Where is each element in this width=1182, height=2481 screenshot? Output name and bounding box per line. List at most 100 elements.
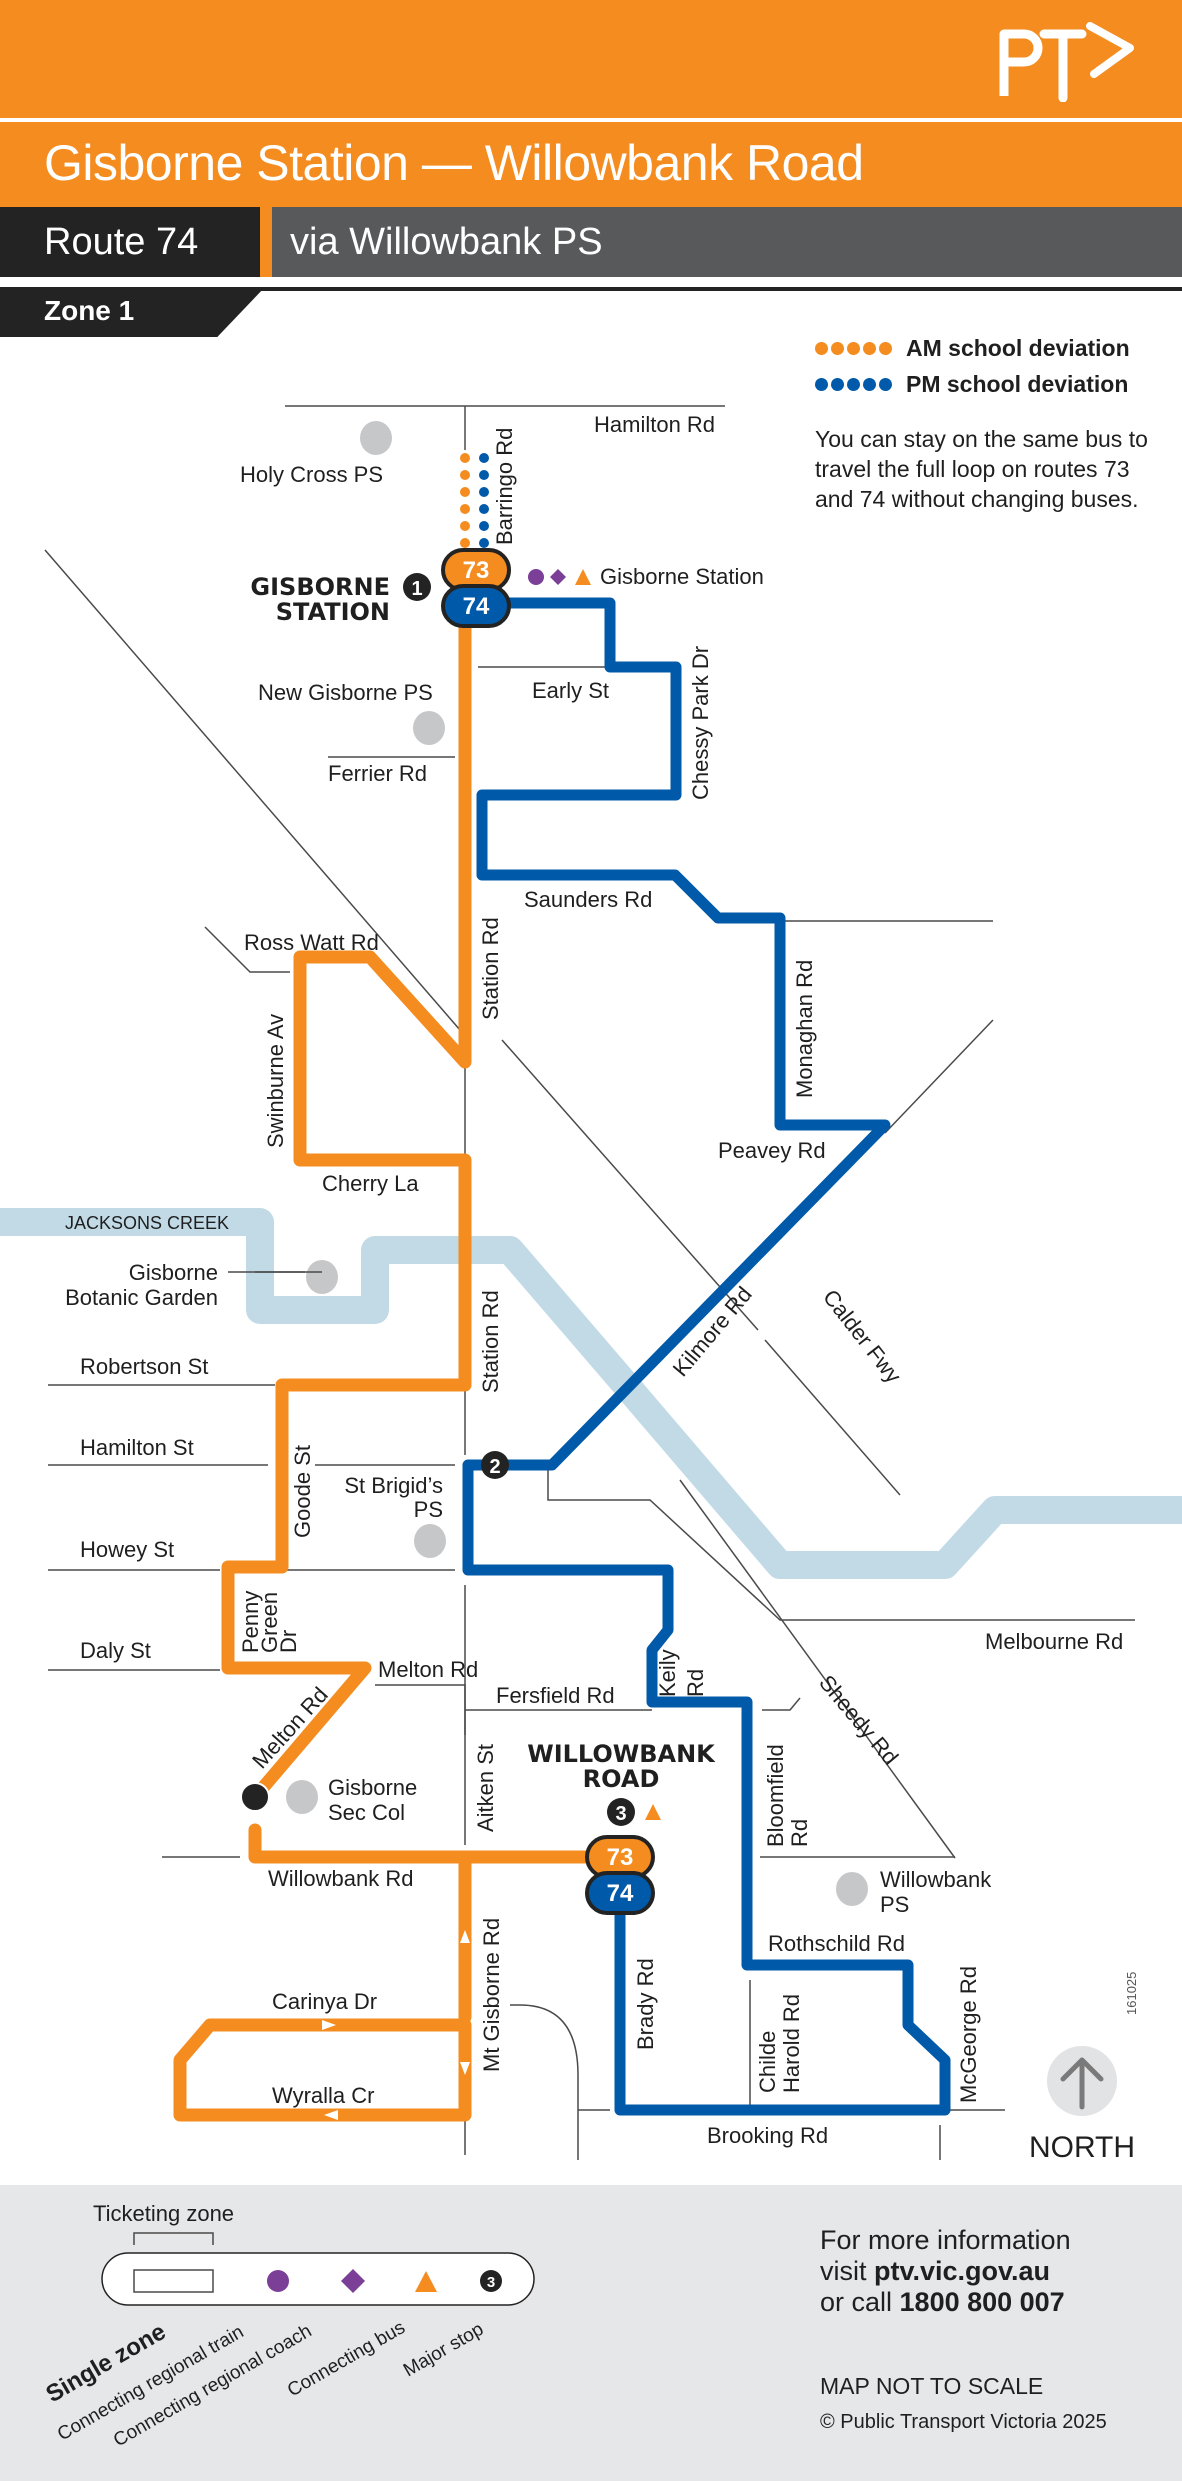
phone-number[interactable]: 1800 800 007 <box>899 2287 1065 2317</box>
route-74-badge: 74 <box>463 593 490 620</box>
zone-tab: Zone 1 <box>0 287 265 337</box>
svg-text:Aitken St: Aitken St <box>473 1744 498 1832</box>
svg-text:Green: Green <box>257 1592 282 1653</box>
svg-text:Sheedy Rd: Sheedy Rd <box>814 1670 903 1769</box>
svg-text:Holy Cross PS: Holy Cross PS <box>240 462 383 487</box>
connecting-bus-icon <box>645 1804 661 1820</box>
contact-info: For more information visit ptv.vic.gov.a… <box>820 2225 1071 2317</box>
stop-marker[interactable] <box>240 1782 270 1812</box>
svg-text:Botanic Garden: Botanic Garden <box>65 1285 218 1310</box>
am-deviation-dots <box>460 453 470 548</box>
north-arrow-icon <box>1060 2057 1104 2110</box>
route-title: Gisborne Station — Willowbank Road <box>44 135 864 191</box>
svg-text:Hamilton Rd: Hamilton Rd <box>594 412 715 437</box>
major-stop-icon <box>403 573 431 601</box>
svg-text:Ferrier Rd: Ferrier Rd <box>328 761 427 786</box>
pm-deviation-dots <box>479 453 489 548</box>
copyright: © Public Transport Victoria 2025 <box>820 2411 1107 2433</box>
school-icon <box>836 1872 868 1906</box>
route-74-line <box>462 597 951 2116</box>
svg-text:Brooking Rd: Brooking Rd <box>707 2123 828 2148</box>
road-labels: Hamilton Rd Barringo Rd Early St Chessy … <box>65 412 1123 2148</box>
svg-text:Gisborne: Gisborne <box>328 1775 417 1800</box>
header-divider <box>0 118 1182 122</box>
svg-text:Childe: Childe <box>755 2031 780 2093</box>
arrow-down-icon <box>460 2062 470 2075</box>
major-stop-2[interactable]: 2 <box>481 1451 509 1479</box>
route-map: 73 74 1 GISBORNE STATION Gisborne Statio… <box>0 335 1182 2185</box>
road-network <box>44 405 1135 2160</box>
major-stop-icon <box>607 1798 635 1826</box>
svg-text:Station Rd: Station Rd <box>478 917 503 1020</box>
svg-text:1: 1 <box>411 578 422 600</box>
route-number: Route 74 <box>44 221 199 263</box>
arrow-left-icon <box>324 2110 338 2120</box>
svg-text:Daly St: Daly St <box>80 1638 151 1663</box>
svg-text:Mt Gisborne Rd: Mt Gisborne Rd <box>479 1918 504 2072</box>
map-code: 161025 <box>1124 1972 1139 2015</box>
school-markers <box>286 421 868 1906</box>
svg-text:Fersfield Rd: Fersfield Rd <box>496 1683 615 1708</box>
deviation-legend: AM school deviation PM school deviation … <box>815 330 1155 514</box>
route-title-bar: Gisborne Station — Willowbank Road <box>0 122 1182 207</box>
regional-coach-icon <box>550 569 566 585</box>
svg-text:Penny: Penny <box>238 1591 263 1653</box>
loop-note: You can stay on the same bus to travel t… <box>815 426 1148 512</box>
via-label: via Willowbank PS <box>290 221 603 263</box>
via-box: via Willowbank PS <box>272 207 1182 277</box>
svg-text:Early St: Early St <box>532 678 609 703</box>
svg-text:Peavey Rd: Peavey Rd <box>718 1138 826 1163</box>
svg-text:Saunders Rd: Saunders Rd <box>524 887 652 912</box>
svg-text:McGeorge Rd: McGeorge Rd <box>956 1966 981 2103</box>
svg-text:St Brigid’s: St Brigid’s <box>344 1473 443 1498</box>
single-zone-icon <box>133 2269 214 2293</box>
svg-text:Goode St: Goode St <box>290 1445 315 1538</box>
svg-text:WILLOWBANK: WILLOWBANK <box>527 1740 716 1768</box>
svg-text:Monaghan Rd: Monaghan Rd <box>792 960 817 1098</box>
svg-text:Wyralla Cr: Wyralla Cr <box>272 2083 374 2108</box>
svg-text:Ross Watt Rd: Ross Watt Rd <box>244 930 379 955</box>
svg-text:Melbourne Rd: Melbourne Rd <box>985 1629 1123 1654</box>
svg-text:Willowbank Rd: Willowbank Rd <box>268 1866 414 1891</box>
school-icon <box>286 1780 318 1814</box>
symbol-key: 3 Single zone Connecting regional train … <box>42 2232 535 2451</box>
route-divider <box>260 207 272 277</box>
arrow-right-icon <box>322 2020 336 2030</box>
willowbank-road-stop[interactable]: WILLOWBANK ROAD 3 73 74 <box>527 1740 716 1915</box>
website-link[interactable]: ptv.vic.gov.au <box>874 2256 1051 2286</box>
school-icon <box>413 711 445 745</box>
svg-text:Rd: Rd <box>787 1819 812 1847</box>
not-to-scale: MAP NOT TO SCALE <box>820 2373 1044 2399</box>
major-stop-icon <box>480 2270 502 2292</box>
arrow-up-icon <box>460 1930 470 1943</box>
stop-title: GISBORNE <box>250 573 390 601</box>
svg-text:Gisborne: Gisborne <box>129 1260 218 1285</box>
route-73-badge: 73 <box>607 1844 634 1871</box>
svg-text:Calder Fwy: Calder Fwy <box>818 1285 906 1388</box>
svg-text:Chessy Park Dr: Chessy Park Dr <box>688 646 713 800</box>
svg-text:ROAD: ROAD <box>583 1765 660 1793</box>
ptv-logo <box>999 22 1134 102</box>
svg-text:2: 2 <box>489 1456 500 1478</box>
svg-text:Bloomfield: Bloomfield <box>763 1744 788 1847</box>
am-dots-icon <box>815 341 892 355</box>
stop-title: STATION <box>276 598 390 626</box>
svg-text:Cherry La: Cherry La <box>322 1171 419 1196</box>
svg-text:Hamilton St: Hamilton St <box>80 1435 194 1460</box>
park-icon <box>306 1260 338 1294</box>
svg-text:Rothschild Rd: Rothschild Rd <box>768 1931 905 1956</box>
route-73-badge: 73 <box>463 557 490 584</box>
regional-train-icon <box>528 569 544 585</box>
svg-text:JACKSONS CREEK: JACKSONS CREEK <box>65 1213 229 1233</box>
route-74-badge: 74 <box>607 1880 634 1907</box>
connecting-bus-icon <box>415 2271 437 2292</box>
svg-text:New Gisborne PS: New Gisborne PS <box>258 680 433 705</box>
svg-text:PS: PS <box>880 1892 909 1917</box>
svg-text:Howey St: Howey St <box>80 1537 174 1562</box>
key-major-stop: Major stop <box>400 2319 487 2382</box>
place-labels: Holy Cross PS New Gisborne PS Gisborne B… <box>65 462 992 1917</box>
svg-text:PS: PS <box>414 1497 443 1522</box>
gisborne-station-stop[interactable]: 73 74 1 GISBORNE STATION Gisborne Statio… <box>250 548 764 628</box>
connecting-bus-icon <box>575 569 591 585</box>
svg-text:Barringo Rd: Barringo Rd <box>492 428 517 545</box>
